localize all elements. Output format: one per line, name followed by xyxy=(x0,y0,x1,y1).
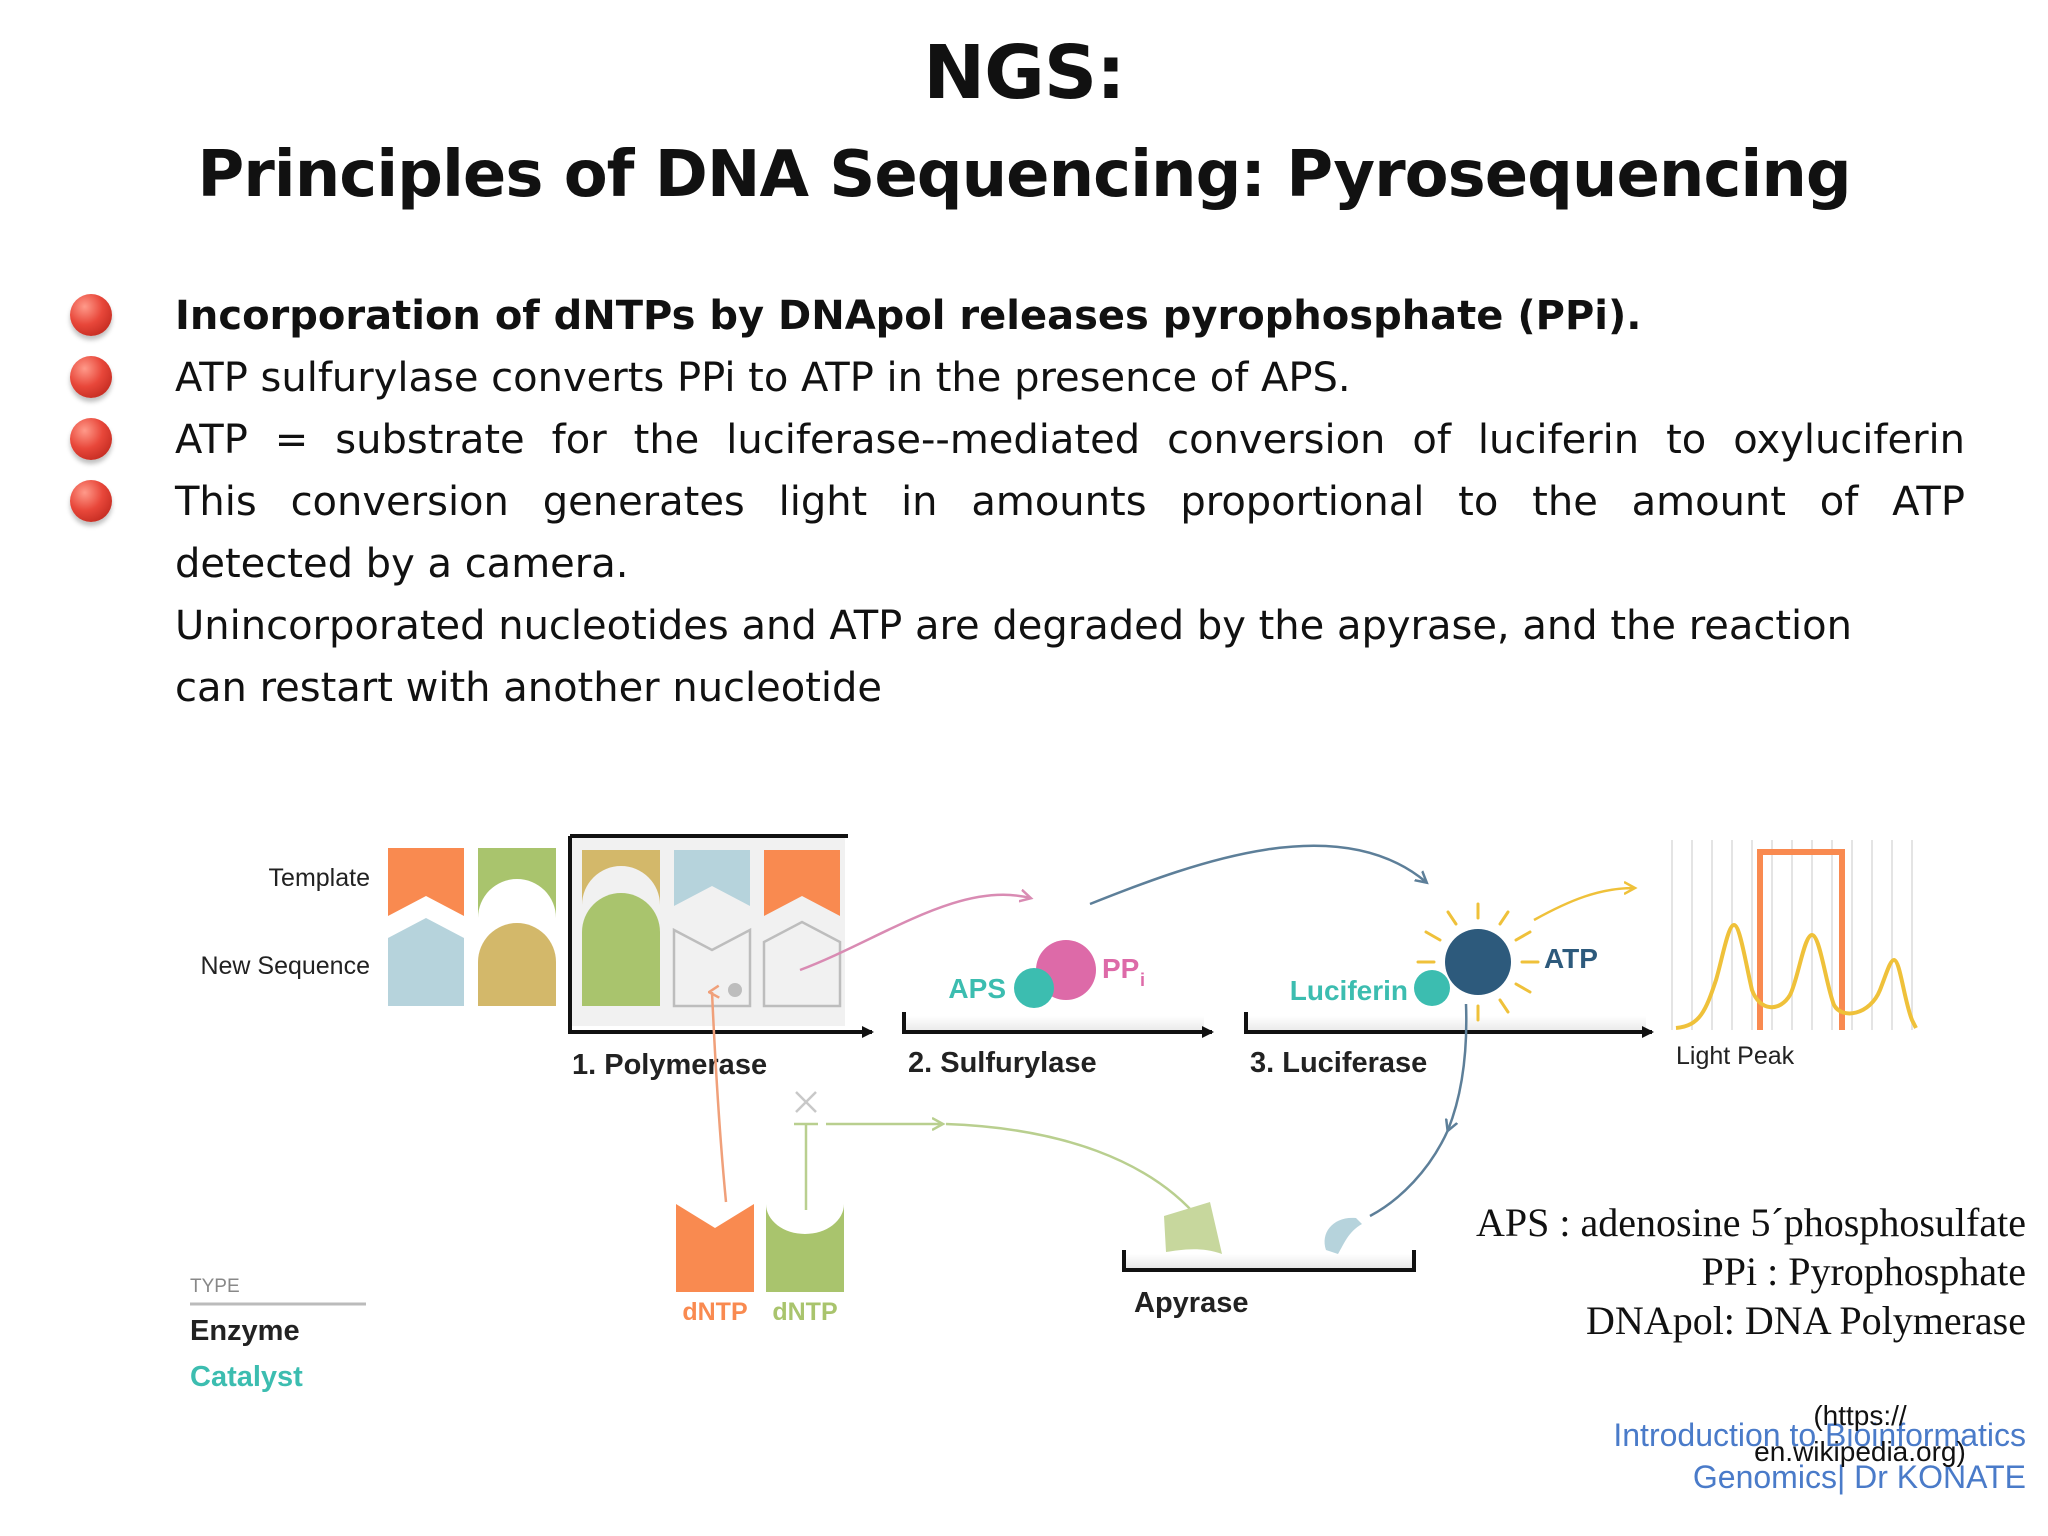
step-sulfurylase-label: 2. Sulfurylase xyxy=(908,1047,1097,1079)
bullet-text: ATP sulfurylase converts PPi to ATP in t… xyxy=(175,355,1351,401)
x-mark-icon xyxy=(795,1091,817,1113)
abbreviation-list: APS : adenosine 5´phosphosulfate PPi : P… xyxy=(1476,1198,2026,1345)
bullet-item: ATP = substrate for the luciferase--medi… xyxy=(70,409,1965,471)
nucleotide-blocks xyxy=(388,848,556,1006)
legend-catalyst: Catalyst xyxy=(190,1361,303,1393)
luciferin-circle-icon xyxy=(1414,970,1450,1006)
footer-course: Introduction to Bioinformatics xyxy=(1613,1417,2026,1453)
ppi-subscript: i xyxy=(1140,970,1145,990)
polymerase-box xyxy=(568,834,848,1034)
bullet-dot-icon xyxy=(70,356,112,398)
atp-label: ATP xyxy=(1544,943,1598,974)
citation-line: en.wikipedia.org) xyxy=(1754,1436,1966,1467)
bullet-dot-icon xyxy=(70,294,112,336)
bullet-item: Incorporation of dNTPs by DNApol release… xyxy=(70,285,1965,347)
luciferin-label: Luciferin xyxy=(1290,975,1408,1006)
abbreviation-item: APS : adenosine 5´phosphosulfate xyxy=(1476,1200,2026,1245)
atp-sun-icon xyxy=(1445,929,1511,995)
template-label: Template xyxy=(269,864,370,892)
citation-line: (https:// xyxy=(1813,1400,1907,1431)
apyrase-label: Apyrase xyxy=(1134,1287,1248,1319)
step-polymerase-label: 1. Polymerase xyxy=(572,1049,767,1081)
light-peak-chart xyxy=(1671,840,1918,1030)
light-peak-label: Light Peak xyxy=(1676,1042,1795,1070)
new-sequence-label: New Sequence xyxy=(200,952,370,980)
legend-type-label: TYPE xyxy=(190,1276,240,1297)
legend-enzyme: Enzyme xyxy=(190,1315,300,1347)
dntp-green-icon xyxy=(766,1204,844,1292)
continuation-line: detected by a camera. xyxy=(175,541,629,587)
ppi-label: PP xyxy=(1102,953,1139,984)
dntp-green-label: dNTP xyxy=(772,1298,837,1326)
dntp-orange-label: dNTP xyxy=(682,1298,747,1326)
bullet-dot-icon xyxy=(70,480,112,522)
degraded-atp-icon xyxy=(1324,1217,1362,1254)
abbreviation-item: PPi : Pyrophosphate xyxy=(1701,1249,2026,1294)
continuation-line: can restart with another nucleotide xyxy=(175,665,883,711)
bullet-dot-icon xyxy=(70,418,112,460)
degraded-nucleotide-icon xyxy=(1164,1202,1222,1254)
abbreviation-item: DNApol: DNA Polymerase xyxy=(1586,1298,2026,1343)
aps-label: APS xyxy=(948,973,1006,1004)
bullet-text: ATP = substrate for the luciferase--medi… xyxy=(175,417,1965,463)
bullet-item: ATP sulfurylase converts PPi to ATP in t… xyxy=(70,347,1965,409)
bullet-list: Incorporation of dNTPs by DNApol release… xyxy=(70,285,1965,719)
continuation-line: Unincorporated nucleotides and ATP are d… xyxy=(175,603,1852,649)
source-citation: (https:// en.wikipedia.org) xyxy=(1700,1398,2020,1470)
footer-author: Genomics| Dr KONATE xyxy=(1692,1459,2026,1495)
slide-subtitle: Principles of DNA Sequencing: Pyrosequen… xyxy=(197,138,1851,212)
bullet-item: This conversion generates light in amoun… xyxy=(70,471,1965,533)
bullet-text: Incorporation of dNTPs by DNApol release… xyxy=(175,293,1642,339)
footer: Introduction to Bioinformatics Genomics|… xyxy=(1613,1414,2026,1498)
bullet-text: This conversion generates light in amoun… xyxy=(175,479,1965,525)
slide-title: NGS: xyxy=(923,30,1126,116)
aps-circle-icon xyxy=(1014,968,1054,1008)
step-luciferase-label: 3. Luciferase xyxy=(1250,1047,1427,1079)
dntp-orange-icon xyxy=(676,1204,754,1292)
